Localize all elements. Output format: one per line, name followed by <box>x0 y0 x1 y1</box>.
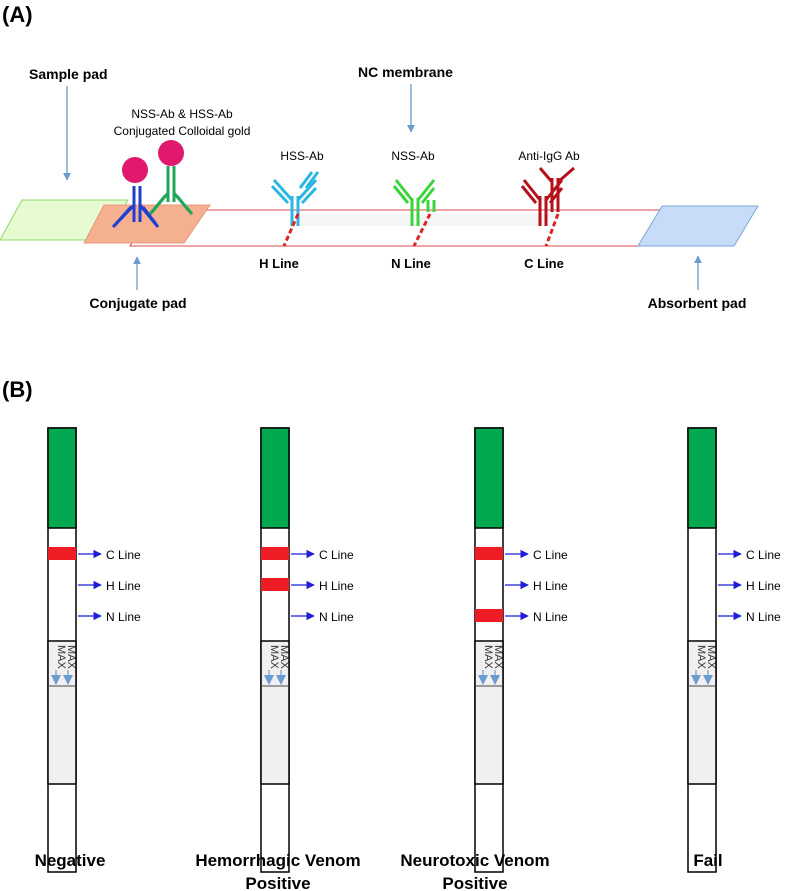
strip-title-line-2: Positive <box>442 874 507 891</box>
absorbent-pad <box>637 205 759 247</box>
flow-arrow-icon <box>51 675 61 685</box>
panel-a: (A) Sample pad NC membrane NSS-Ab & HSS-… <box>0 2 759 311</box>
gold-antibody-blue <box>111 186 160 229</box>
max-label: MAX <box>492 645 504 670</box>
strip-sample-pad <box>47 640 77 785</box>
conjugate-pad <box>83 204 211 244</box>
strip-absorbent-pad <box>474 427 504 529</box>
h-line-label: H Line <box>319 579 354 593</box>
strip-absorbent-pad <box>47 427 77 529</box>
nc-membrane-label: NC membrane <box>358 64 453 80</box>
absorbent-pad-label: Absorbent pad <box>648 295 747 311</box>
flow-arrow-icon <box>691 675 701 685</box>
flow-arrow-icon <box>264 675 274 685</box>
c-line-mark <box>544 213 560 247</box>
strip-sample-pad <box>474 640 504 785</box>
sample-pad-label: Sample pad <box>29 66 108 82</box>
strip-title: Hemorrhagic Venom <box>195 851 360 870</box>
max-label: MAX <box>705 645 717 670</box>
membrane-shadow <box>300 214 560 226</box>
conjugate-pad-label: Conjugate pad <box>89 295 186 311</box>
h-line-label: H Line <box>746 579 781 593</box>
c-line-band <box>48 547 76 560</box>
nss-antibody-icon <box>392 179 436 226</box>
max-label: MAX <box>55 645 67 670</box>
max-label: MAX <box>278 645 290 670</box>
n-line-label: N Line <box>746 610 781 624</box>
flow-arrow-icon <box>478 675 488 685</box>
max-label: MAX <box>268 645 280 670</box>
max-label: MAX <box>695 645 707 670</box>
c-line-label: C Line <box>533 548 568 562</box>
strip-title: Fail <box>693 851 722 870</box>
conjugate-title-line-1: NSS-Ab & HSS-Ab <box>131 107 233 121</box>
panel-b-label: (B) <box>2 377 33 402</box>
flow-arrow-icon <box>63 675 73 685</box>
h-line-label: H Line <box>533 579 568 593</box>
n-line-mark <box>412 213 432 247</box>
c-line-band <box>475 547 503 560</box>
strip-absorbent-pad <box>687 427 717 529</box>
gold-antibody-green <box>148 166 194 215</box>
gold-particle-icon <box>122 157 148 183</box>
h-line-label: H Line <box>106 579 141 593</box>
h-line-band <box>261 578 289 591</box>
n-line-label: N Line <box>319 610 354 624</box>
strip-sample-pad <box>687 640 717 785</box>
strip-title-line-2: Positive <box>245 874 310 891</box>
h-line-mark <box>282 213 300 247</box>
strip-sample-pad <box>260 640 290 785</box>
hss-antibody-icon <box>270 171 320 226</box>
max-label: MAX <box>65 645 77 670</box>
nss-ab-label: NSS-Ab <box>391 149 435 163</box>
c-line-label: C Line <box>746 548 781 562</box>
hss-ab-label: HSS-Ab <box>280 149 324 163</box>
c-line-band <box>261 547 289 560</box>
c-line-label: C Line <box>524 256 564 271</box>
flow-arrow-icon <box>703 675 713 685</box>
strip-title: Neurotoxic Venom <box>400 851 549 870</box>
max-label: MAX <box>482 645 494 670</box>
anti-igg-antibody-icon <box>520 166 575 226</box>
n-line-label: N Line <box>533 610 568 624</box>
h-line-label: H Line <box>259 256 299 271</box>
anti-igg-ab-label: Anti-IgG Ab <box>518 149 580 163</box>
c-line-label: C Line <box>319 548 354 562</box>
strip-title: Negative <box>35 851 106 870</box>
flow-arrow-icon <box>490 675 500 685</box>
gold-particle-icon <box>158 140 184 166</box>
n-line-band <box>475 609 503 622</box>
flow-arrow-icon <box>276 675 286 685</box>
conjugate-title-line-2: Conjugated Colloidal gold <box>114 124 251 138</box>
strip-absorbent-pad <box>260 427 290 529</box>
c-line-label: C Line <box>106 548 141 562</box>
n-line-label: N Line <box>106 610 141 624</box>
panel-a-label: (A) <box>2 2 33 27</box>
n-line-label: N Line <box>391 256 431 271</box>
